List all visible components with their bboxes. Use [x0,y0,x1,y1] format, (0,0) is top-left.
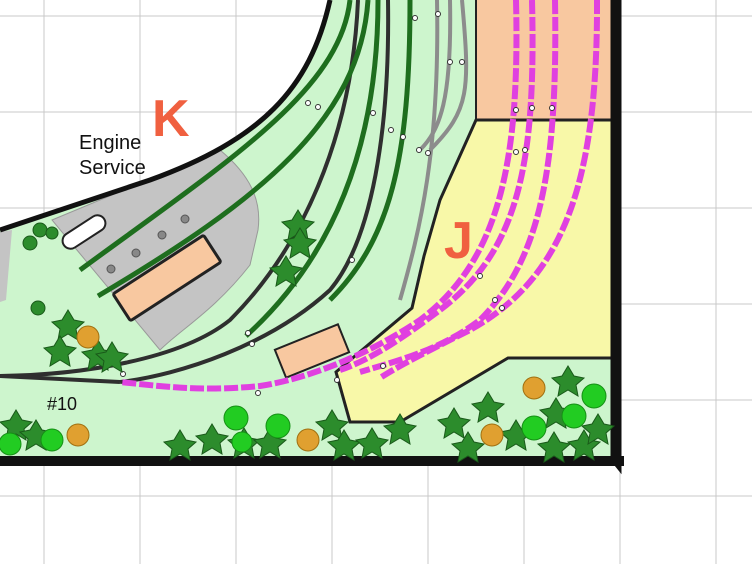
round-tree-icon [223,405,249,431]
orange-tree-icon [76,325,100,349]
orange-tree-icon [66,423,90,447]
orange-tree-icon [296,428,320,452]
green-tracks [78,0,413,338]
region-label-j: J [444,212,473,270]
round-tree-icon [30,300,46,316]
engine-house-building [112,234,222,322]
conifer-tree-icon [326,429,362,461]
turnout-markers [120,11,555,396]
benchwork-edge-curve [0,0,333,233]
conifer-tree-icon [282,227,318,259]
round-tree-icon [40,428,64,452]
dark-mainline-tracks [0,0,391,384]
service-pits [106,214,190,274]
round-tree-icon [22,235,38,251]
conifer-tree-icon [566,429,602,461]
conifer-tree-icon [314,409,350,441]
round-tree-icon [521,415,547,441]
round-tree-icon [45,226,59,240]
round-tree-icon [581,383,607,409]
conifer-tree-icon [268,255,304,287]
round-trees-dark [22,222,59,316]
conifer-tree-icon [252,427,288,459]
conifer-tree-icon [470,391,506,423]
conifer-tree-icon [436,407,472,439]
benchwork-edge-right [610,0,622,475]
conifer-tree-icon [580,413,616,445]
round-trees-bright [0,383,607,456]
left-gray-strip [0,230,12,302]
round-tree-icon [561,403,587,429]
round-tree-icon [231,431,253,453]
conifer-tree-icon [162,429,198,461]
conifer-tree-icon [194,423,230,455]
depot-building [273,323,351,379]
orange-tree-icon [480,423,504,447]
round-tree-icon [265,413,291,439]
engine-service-label-line1: Engine [79,132,141,154]
conifer-tree-icon [450,431,486,463]
fuel-tank [61,214,107,250]
peach-industry-area [476,0,612,120]
round-tree-icon [0,432,22,456]
conifer-tree-icon [94,341,130,373]
orange-tree-icon [522,376,546,400]
engine-service-label-line2: Service [79,157,146,179]
region-label-k: K [152,90,190,148]
conifer-tree-icon [550,365,586,397]
turnout-label: #10 [47,394,77,414]
engine-service-pad [51,149,260,351]
conifer-tree-icon [536,431,572,463]
conifer-tree-icon [354,427,390,459]
conifer-tree-icon [42,335,78,367]
benchwork-edge-bottom [0,456,624,466]
conifer-tree-icon [382,413,418,445]
conifer-tree-icon [50,309,86,341]
round-tree-icon [32,222,48,238]
gray-tracks [398,0,469,301]
round-trees-orange [66,325,546,452]
